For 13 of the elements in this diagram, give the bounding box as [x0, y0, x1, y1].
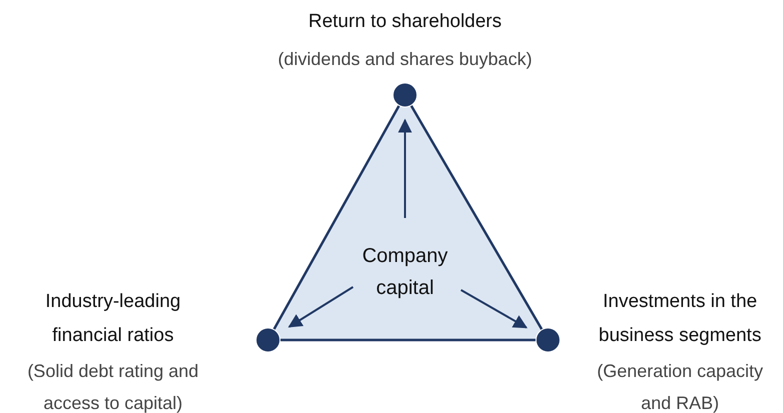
corner-note: (Solid debt rating and access to capital) [26, 360, 200, 413]
corner-note: (dividends and shares buyback) [276, 48, 534, 71]
corner-heading: Return to shareholders [307, 10, 503, 34]
arrow [398, 118, 412, 218]
node-circle [392, 82, 418, 108]
corner-note: (Generation capacity and RAB) [596, 360, 764, 413]
center-label: Company capital [361, 244, 449, 301]
arrow [288, 286, 354, 328]
node-circle [535, 327, 561, 353]
arrow [460, 289, 528, 328]
node-circle [255, 327, 281, 353]
corner-heading: Industry-leading financial ratios [44, 290, 182, 348]
corner-heading: Investments in the business segments [598, 290, 762, 348]
